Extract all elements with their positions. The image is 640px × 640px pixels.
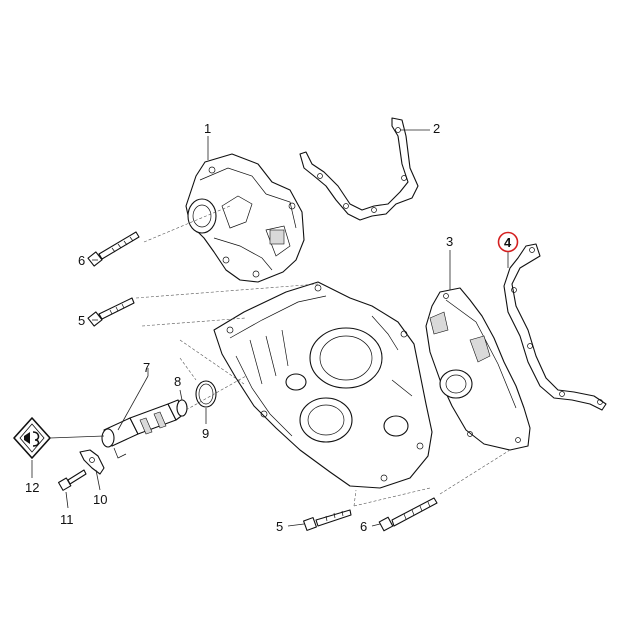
callout-3[interactable]: 3: [446, 234, 453, 249]
lower-timing-case: [213, 281, 433, 489]
callout-10[interactable]: 10: [93, 492, 107, 507]
right-gasket[interactable]: [503, 243, 607, 411]
large-o-ring[interactable]: [195, 380, 217, 408]
bolt-5-upper[interactable]: [87, 297, 135, 327]
right-timing-cover[interactable]: [425, 287, 531, 451]
leader-lines: [31, 129, 509, 527]
upper-gasket[interactable]: [299, 117, 419, 221]
callout-7[interactable]: 7: [143, 360, 150, 375]
callout-2[interactable]: 2: [433, 121, 440, 136]
assembly-lines: [135, 205, 511, 507]
solenoid-valve[interactable]: [101, 399, 185, 459]
small-o-ring[interactable]: [176, 399, 188, 417]
callout-4[interactable]: 4: [504, 235, 512, 250]
upper-timing-cover[interactable]: [185, 153, 305, 283]
callout-5-upper[interactable]: 5: [78, 313, 85, 328]
callout-8[interactable]: 8: [174, 374, 181, 389]
bolt-5-lower[interactable]: [303, 509, 352, 531]
retaining-bracket[interactable]: [79, 449, 105, 475]
highlight-ring: [497, 231, 519, 253]
callout-12[interactable]: 12: [25, 480, 39, 495]
warning-label[interactable]: [13, 417, 51, 459]
callout-6-lower[interactable]: 6: [360, 519, 367, 534]
callout-11[interactable]: 11: [60, 512, 74, 527]
callout-1[interactable]: 1: [204, 121, 211, 136]
callout-5-lower[interactable]: 5: [276, 519, 283, 534]
callout-6-upper[interactable]: 6: [78, 253, 85, 268]
callout-9[interactable]: 9: [202, 426, 209, 441]
bolt-6-lower[interactable]: [378, 497, 438, 532]
screw-11[interactable]: [57, 469, 87, 491]
bolt-6-upper[interactable]: [87, 231, 140, 267]
